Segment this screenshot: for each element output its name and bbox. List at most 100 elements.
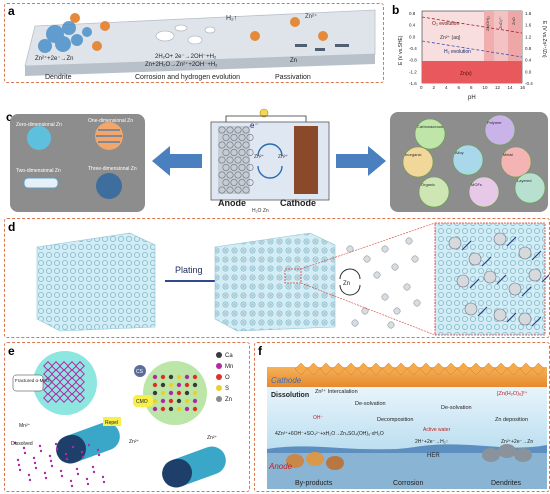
callout-cmo: CMO <box>136 399 148 405</box>
zn-deposition: Zn deposition <box>495 417 528 423</box>
panel-c-label: c <box>6 110 13 124</box>
cathode-electrode <box>294 126 318 194</box>
caption-dendrite: Dendrite <box>45 74 72 81</box>
strategy-label: Inorganic <box>405 152 421 157</box>
eq-corrosion: Zn+2H₂O→Zn²⁺+2OH⁻+H₂ <box>145 61 218 68</box>
dimension-items: Zero-dimensional Zn One-dimensional Zn T… <box>16 118 137 199</box>
bottom-corrosion: Corrosion <box>393 480 423 487</box>
anode-label: Anode <box>268 462 293 471</box>
strategy-circle <box>468 176 500 208</box>
caption-passivation: Passivation <box>275 74 311 81</box>
step-desolvation-1: De-solvation <box>355 401 386 407</box>
legend-swatch <box>216 374 222 380</box>
zn-deposit <box>508 282 522 296</box>
strategy-circle <box>414 118 446 150</box>
dendrite-cluster <box>38 21 92 53</box>
legend-swatch <box>216 363 222 369</box>
o2-line <box>421 16 523 34</box>
cathode-label: Cathode <box>271 376 302 385</box>
zn-aq-label: Zn²⁺ (aq) <box>440 35 461 41</box>
panel-d-label: d <box>8 220 16 234</box>
y-axis-left-label: E (V vs.SHE) <box>398 35 404 65</box>
strategy-circle <box>418 176 450 208</box>
legend-label: Mn <box>225 364 233 370</box>
y-left-tick: 0.8 <box>409 11 416 16</box>
step-decomposition: Decomposition <box>377 417 413 423</box>
eq-her: 2H₂O+ 2e⁻→2OH⁻+H₂ <box>155 54 217 60</box>
y-left-tick: -1.6 <box>409 81 417 86</box>
x-tick: 16 <box>520 85 526 90</box>
panel-d: d Plating Zn <box>4 218 550 338</box>
callout-fractured: Fractured α-MnO₂ <box>15 378 51 383</box>
cathode-label: Cathode <box>280 198 316 208</box>
x-tick: 6 <box>458 85 461 90</box>
zn-oh-label: Zn(OH)₂ <box>485 16 490 31</box>
x-tick: 2 <box>433 85 436 90</box>
h2-label: H₂ evolution <box>444 49 471 55</box>
panel-a: a H₂↑ Zn²⁺ Zn²⁺+2e⁻→Zn 2H₂O+ 2e⁻→2OH⁻+H₂… <box>4 3 384 83</box>
panel-f-label: f <box>258 344 262 358</box>
anode-electrode <box>218 126 250 194</box>
x-tick: 10 <box>483 85 489 90</box>
callout-zn-left: Zn²⁺ <box>129 439 140 445</box>
callout-mn: Mn²⁺ <box>19 423 31 429</box>
zno-label: ZnO <box>511 17 516 25</box>
legend-label: O <box>225 375 230 381</box>
active-water: Active water <box>423 427 451 433</box>
zn-deposit <box>483 270 497 284</box>
surface-deposit <box>482 448 500 462</box>
panel-a-label: a <box>8 4 15 18</box>
callout-dissolved: Dissolved <box>11 441 33 447</box>
arrow-left-icon <box>152 146 202 176</box>
dim-2: Two-dimensional Zn <box>16 168 61 174</box>
her-label: HER <box>427 453 440 459</box>
zn-solid-region <box>422 61 522 83</box>
step-intercalation: Zn²⁺ Intercalation <box>315 388 358 395</box>
legend-swatch <box>216 352 222 358</box>
strategy-circle <box>500 146 532 178</box>
y-right-tick: 1.8 <box>525 11 532 16</box>
caption-corrosion: Corrosion and hydrogen evolution <box>135 74 240 81</box>
strategy-label: Metal <box>503 152 513 157</box>
electron-label: e⁻ <box>250 121 259 130</box>
plating-label: Plating <box>175 265 203 275</box>
legend-swatch <box>216 396 222 402</box>
cathode-dissolution-illustration: Fractured α-MnO₂ Mn²⁺ Dissolved Repel Zn… <box>11 351 233 488</box>
eq-her: 2H⁺+2e⁻→H₂↑ <box>415 439 448 445</box>
dim-0: Zero-dimensional Zn <box>16 122 62 128</box>
strategy-label: Alloy <box>455 150 464 155</box>
zn-label: Zn <box>343 281 350 287</box>
metal-label: Zn <box>290 58 297 64</box>
x-tick: 0 <box>420 85 423 90</box>
x-axis-label: pH <box>468 95 476 101</box>
anode-interface-illustration: Cathode Anode Dissolution Zn²⁺ Intercala… <box>267 362 547 489</box>
panel-f: f Cathode Anode Dissolution Zn²⁺ Interca… <box>254 342 550 492</box>
strategy-circle <box>484 114 516 146</box>
strategy-label: Organic <box>421 182 435 187</box>
callout-zn-right: Zn²⁺ <box>207 435 218 441</box>
zno2-label: ZnO₂²⁻ <box>498 16 503 29</box>
zn-deposit <box>464 302 478 316</box>
arrow-right-icon <box>336 146 386 176</box>
legend-label: Zn <box>225 397 232 403</box>
eq-zhs: 4Zn²⁺+6OH⁻+SO₄²⁻+xH₂O→Zn₄SO₄(OH)₆·xH₂O <box>275 431 384 437</box>
dim-1: One-dimensional Zn <box>88 118 133 124</box>
surface-deposit <box>498 444 516 458</box>
zn-oh-region <box>484 11 494 61</box>
y-left-tick: -1.2 <box>409 69 417 74</box>
zn-deposit <box>518 312 532 326</box>
panel-c: c Zero-dimensional Zn One-dimensional Zn… <box>4 108 550 214</box>
panel-a-illustration: H₂↑ Zn²⁺ Zn²⁺+2e⁻→Zn 2H₂O+ 2e⁻→2OH⁻+H₂ Z… <box>24 9 376 81</box>
ion-label: Zn²⁺ <box>305 13 317 20</box>
strategy-label: Carbonaceous <box>417 124 443 129</box>
x-tick: 4 <box>445 85 448 90</box>
plating-illustration: Plating Zn <box>36 222 549 336</box>
h2-line <box>421 40 523 58</box>
y-left-tick: -0.8 <box>409 58 417 63</box>
y-right-tick: 0.4 <box>525 58 532 63</box>
hydrated-ion: [Zn(H₂O)₆]²⁺ <box>497 390 528 397</box>
y-axis-right-label: E (V vs.Zn²⁺/Zn) <box>541 21 547 58</box>
legend-swatch <box>216 385 222 391</box>
strategy-label: Layered <box>517 178 531 183</box>
